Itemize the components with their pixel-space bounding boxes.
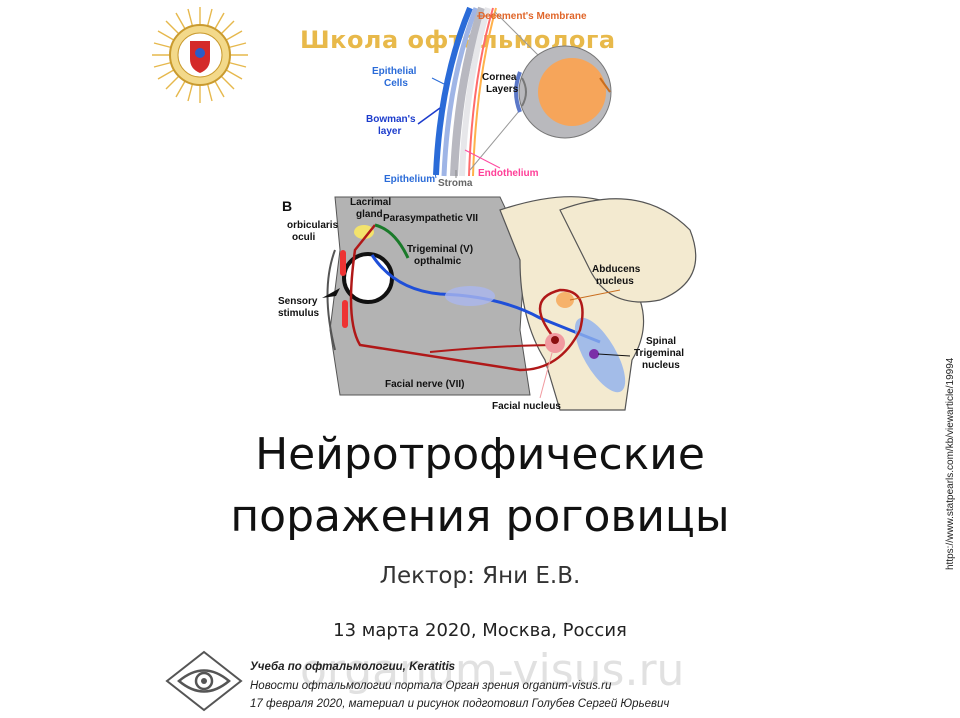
label-epithelium: Epithelium (384, 174, 435, 185)
label-spinal-1: Spinal (646, 336, 676, 347)
label-decement: Decement's Membrane (478, 11, 587, 22)
label-trigeminal-1: Trigeminal (V) (407, 244, 473, 255)
label-orbicularis-2: oculi (292, 232, 316, 243)
cornea-layers-diagram: Decement's Membrane Epithelial Cells Cor… (366, 6, 612, 189)
label-abducens-2: nucleus (596, 276, 634, 287)
footer-line-1: Учеба по офтальмологии, Keratitis (250, 661, 456, 673)
main-title: Нейротрофические поражения роговицы (0, 424, 960, 548)
source-url: https://www.statpearls.com/kb/viewarticl… (945, 357, 956, 570)
label-cornea-1: Cornea (482, 72, 517, 83)
school-emblem-logo (152, 7, 248, 103)
neural-pathway-diagram: B Lacrimal gland orbicularis oculi Paras… (278, 196, 697, 412)
label-orbicularis-1: orbicularis (287, 220, 339, 231)
label-parasympathetic: Parasympathetic VII (383, 213, 478, 224)
label-abducens-1: Abducens (592, 264, 641, 275)
label-spinal-3: nucleus (642, 360, 680, 371)
title-line-1: Нейротрофические (255, 429, 705, 480)
label-facial-nerve: Facial nerve (VII) (385, 379, 464, 390)
label-stroma: Stroma (438, 178, 473, 189)
label-lacrimal-2: gland (356, 209, 383, 220)
label-b: B (282, 198, 292, 214)
anatomy-diagram: Decement's Membrane Epithelial Cells Cor… (278, 6, 697, 412)
eye-logo-icon (165, 650, 243, 712)
label-endothelium: Endothelium (478, 168, 539, 179)
title-line-2: поражения роговицы (230, 491, 730, 542)
label-epithelial-1: Epithelial (372, 66, 417, 77)
label-lacrimal-1: Lacrimal (350, 197, 391, 208)
lecturer: Лектор: Яни Е.В. (379, 563, 581, 589)
watermark: organum-visus.ru (300, 645, 685, 696)
label-facial-nucleus: Facial nucleus (492, 401, 561, 412)
footer-line-2: Новости офтальмологии портала Орган зрен… (250, 680, 612, 692)
label-cornea-2: Layers (486, 84, 519, 95)
label-spinal-2: Trigeminal (634, 348, 684, 359)
label-bowmans-1: Bowman's (366, 114, 416, 125)
label-sensory-1: Sensory (278, 296, 318, 307)
label-epithelial-2: Cells (384, 78, 408, 89)
label-sensory-2: stimulus (278, 308, 320, 319)
label-bowmans-2: layer (378, 126, 401, 137)
footer-line-3: 17 февраля 2020, материал и рисунок подг… (250, 698, 670, 710)
label-trigeminal-2: opthalmic (414, 256, 462, 267)
date-place: 13 марта 2020, Москва, Россия (333, 620, 627, 641)
